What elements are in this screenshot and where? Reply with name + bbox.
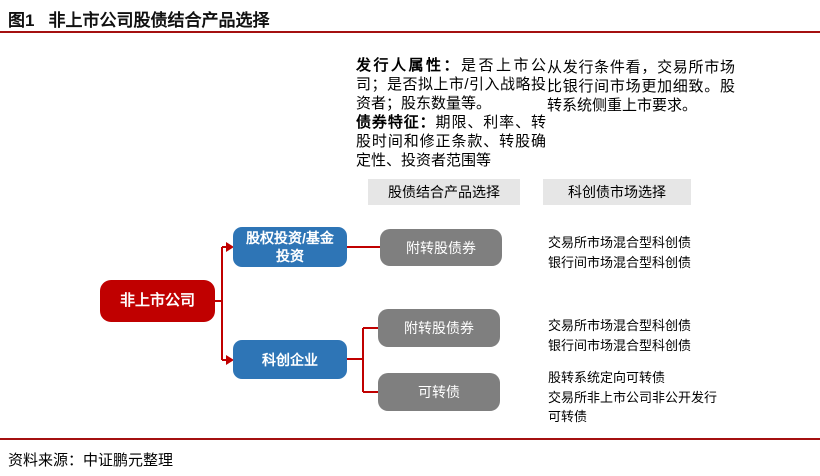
bond-feature-label: 债券特征： [356, 114, 436, 131]
issuer-attribute-label: 发行人属性： [356, 57, 461, 74]
flow-box-branch-tech-enterprise: 科创企业 [233, 340, 347, 379]
column-header-product-selection: 股债结合产品选择 [368, 179, 520, 205]
flow-box-product-convertible-attached-2: 附转股债券 [378, 309, 500, 347]
issuer-attributes-note: 发行人属性：是否上市公司；是否拟上市/引入战略投资者；股东数量等。 债券特征：期… [356, 56, 546, 170]
column-header-market-selection: 科创债市场选择 [543, 179, 691, 205]
bottom-rule [0, 438, 820, 440]
bond-feature-paragraph: 债券特征：期限、利率、转股时间和修正条款、转股确定性、投资者范围等 [356, 113, 546, 170]
issuer-attribute-paragraph: 发行人属性：是否上市公司；是否拟上市/引入战略投资者；股东数量等。 [356, 56, 546, 113]
issuer-attribute-text: 是否上市公司；是否拟上市/引入战略投资者；股东数量等。 [356, 57, 546, 112]
flow-box-product-convertible-attached-1: 附转股债券 [380, 229, 502, 266]
figure-number: 图1 [8, 11, 35, 30]
bond-feature-text: 期限、利率、转股时间和修正条款、转股确定性、投资者范围等 [356, 114, 546, 169]
market-condition-note: 从发行条件看，交易所市场比银行间市场更加细致。股转系统侧重上市要求。 [547, 59, 735, 114]
market-annotation-3: 股转系统定向可转债 交易所非上市公司非公开发行可转债 [548, 370, 718, 424]
data-source: 资料来源：中证鹏元整理 [8, 452, 174, 469]
figure-title-text: 非上市公司股债结合产品选择 [48, 11, 270, 30]
market-annotation-1: 交易所市场混合型科创债 银行间市场混合型科创债 [548, 235, 692, 270]
figure-title: 图1 非上市公司股债结合产品选择 [8, 6, 269, 31]
top-rule [0, 31, 820, 33]
market-annotation-2: 交易所市场混合型科创债 银行间市场混合型科创债 [548, 318, 692, 353]
flow-box-product-convertible-bond: 可转债 [378, 373, 500, 411]
flow-box-branch-equity-investment: 股权投资/基金投资 [233, 227, 347, 267]
flow-box-root: 非上市公司 [100, 280, 215, 322]
